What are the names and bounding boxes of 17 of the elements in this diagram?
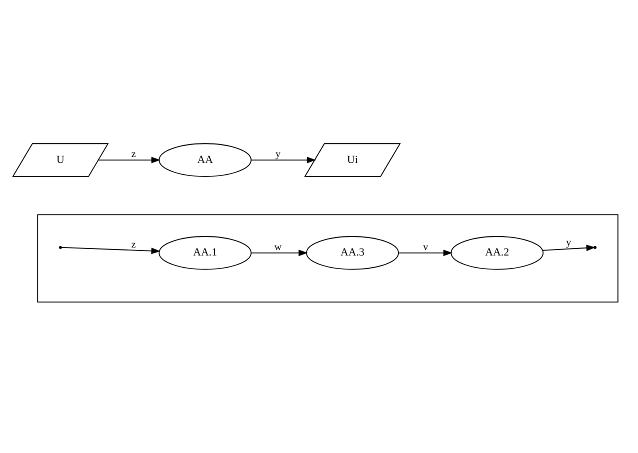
arrow <box>398 250 452 256</box>
node-ellipse: AA.2 <box>450 236 544 270</box>
arrow <box>61 246 160 254</box>
edge-label: z <box>131 149 136 160</box>
edge-label: v <box>423 242 428 253</box>
node-ellipse: AA.3 <box>306 236 399 270</box>
node-ellipse: AA.1 <box>158 236 252 270</box>
edge-label: z <box>131 239 136 250</box>
arrow <box>542 244 596 252</box>
arrow <box>98 156 160 164</box>
edge-label: y <box>566 237 572 248</box>
arrow <box>250 250 308 256</box>
edge-label: y <box>275 149 280 160</box>
cluster <box>37 214 618 303</box>
arrow <box>250 156 316 164</box>
edge-label: w <box>274 242 282 253</box>
node-ellipse: AA <box>158 143 252 177</box>
